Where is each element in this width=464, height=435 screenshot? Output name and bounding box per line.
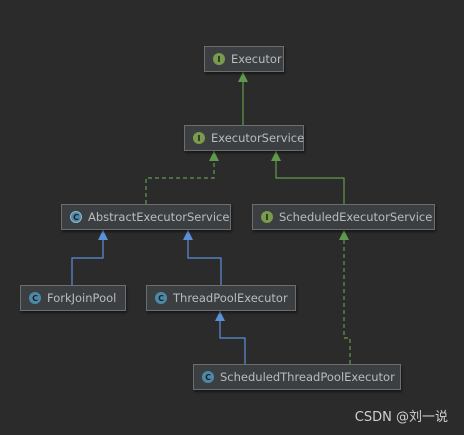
node-scheduled-thread-pool-executor[interactable]: C ScheduledThreadPoolExecutor	[193, 364, 401, 390]
node-abstract-executor-service[interactable]: C AbstractExecutorService	[61, 204, 231, 230]
class-icon: C	[155, 292, 167, 304]
edge-arrowhead-4	[183, 230, 193, 240]
edge-line-6	[343, 230, 351, 364]
node-fork-join-pool[interactable]: C ForkJoinPool	[20, 285, 126, 311]
node-scheduled-executor-service[interactable]: I ScheduledExecutorService	[252, 204, 435, 230]
interface-icon: I	[213, 53, 225, 65]
edge-line-2	[275, 151, 345, 204]
class-icon: C	[202, 371, 214, 383]
class-icon: C	[29, 292, 41, 304]
edge-arrowhead-2	[271, 151, 281, 161]
node-label: ExecutorService	[211, 131, 305, 145]
node-label: ScheduledThreadPoolExecutor	[220, 370, 395, 384]
edge-arrowhead-0	[238, 72, 248, 82]
interface-icon: I	[193, 132, 205, 144]
edge-line-1	[145, 151, 215, 204]
watermark-text: CSDN @刘一说	[354, 410, 448, 425]
node-thread-pool-executor[interactable]: C ThreadPoolExecutor	[146, 285, 296, 311]
edge-arrowhead-5	[215, 311, 225, 321]
node-label: ThreadPoolExecutor	[173, 291, 288, 305]
node-label: ForkJoinPool	[47, 291, 117, 305]
edge-arrowhead-3	[98, 230, 108, 240]
edge-line-3	[71, 230, 104, 285]
node-executor-service[interactable]: I ExecutorService	[184, 125, 304, 151]
edge-arrowhead-6	[339, 230, 349, 240]
node-label: ScheduledExecutorService	[279, 210, 433, 224]
edge-line-4	[187, 230, 222, 285]
node-executor[interactable]: I Executor	[204, 46, 284, 72]
edge-line-5	[219, 311, 246, 364]
node-label: AbstractExecutorService	[88, 210, 230, 224]
abstract-class-icon: C	[70, 211, 82, 223]
edge-arrowhead-1	[209, 151, 219, 161]
node-label: Executor	[231, 52, 282, 66]
interface-icon: I	[261, 211, 273, 223]
